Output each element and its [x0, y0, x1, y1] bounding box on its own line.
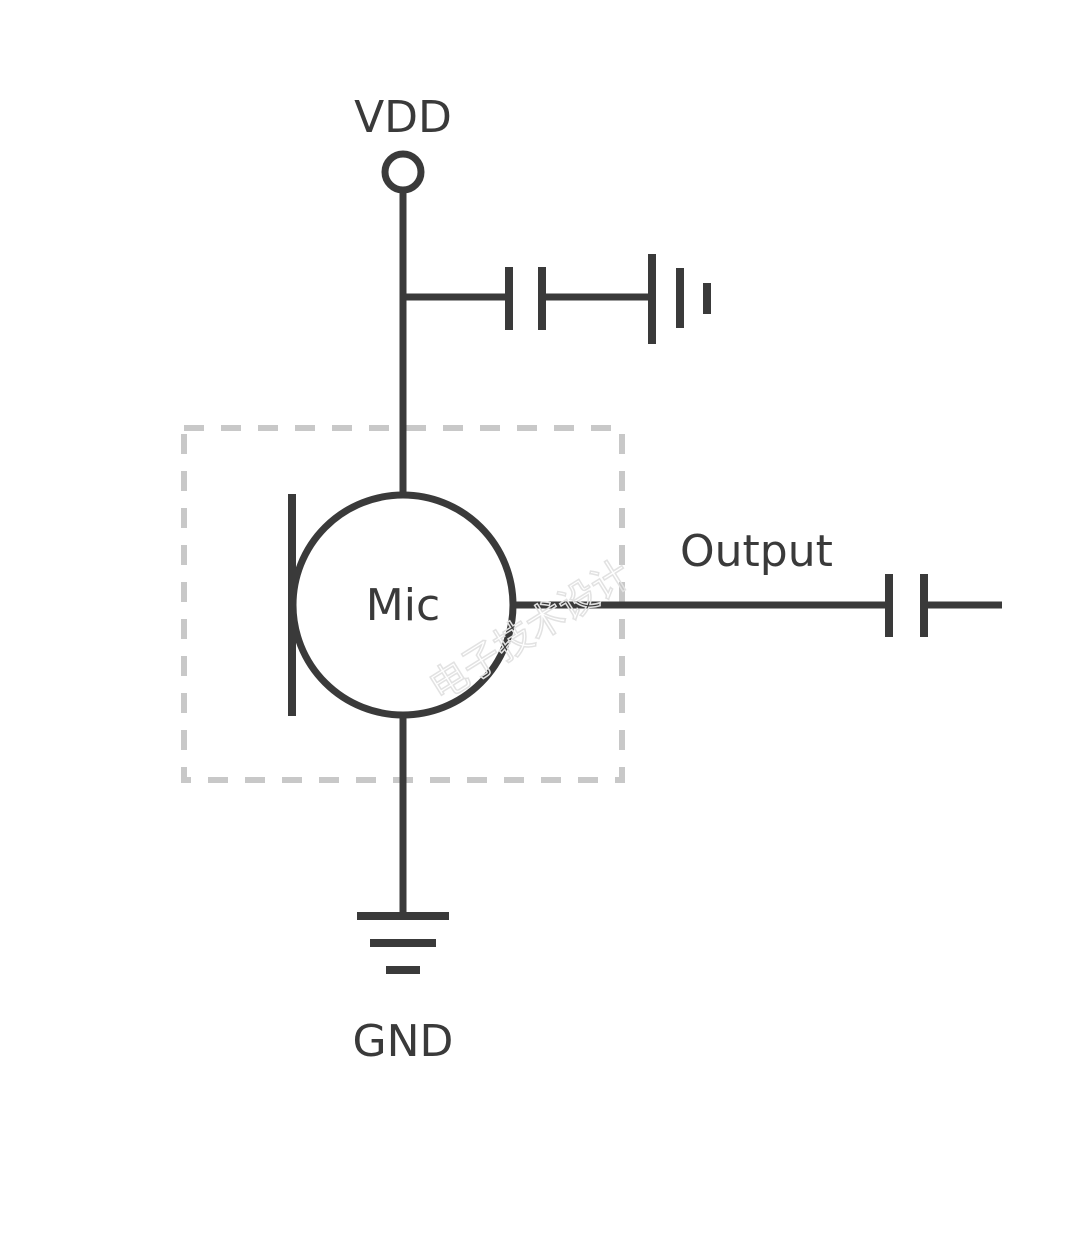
mic-label: Mic	[366, 580, 440, 631]
gnd-label: GND	[353, 1016, 454, 1067]
output-label: Output	[680, 526, 833, 577]
vdd-terminal	[381, 150, 425, 194]
vdd-label: VDD	[354, 92, 452, 143]
